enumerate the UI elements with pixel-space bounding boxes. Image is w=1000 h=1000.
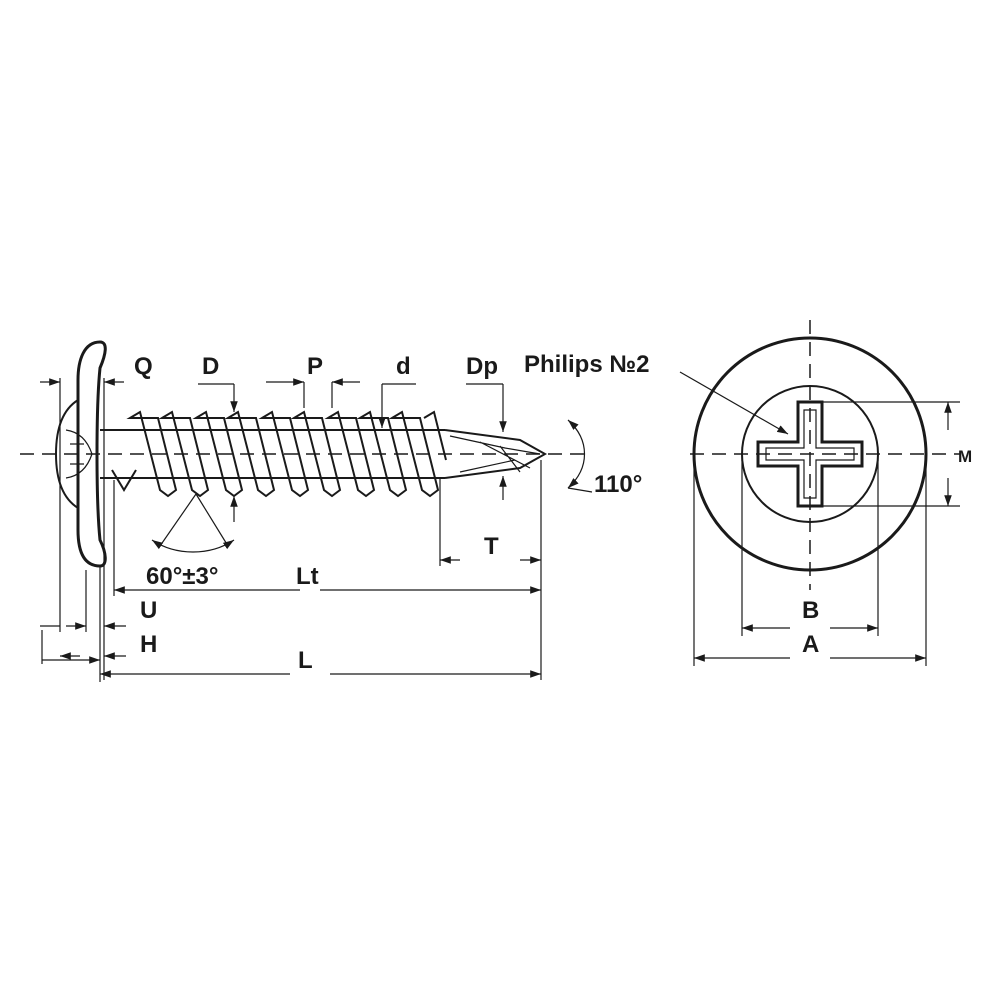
thread-crests bbox=[111, 410, 447, 498]
label-H: H bbox=[140, 631, 157, 658]
label-Q: Q bbox=[134, 353, 153, 380]
label-P: P bbox=[307, 353, 323, 380]
label-B: B bbox=[802, 597, 819, 624]
screw-head bbox=[76, 340, 107, 568]
label-d: d bbox=[396, 353, 411, 380]
drill-flute bbox=[449, 435, 541, 473]
label-L: L bbox=[298, 647, 313, 674]
labels: Q D P d Dp Philips №2 110° 60°±3° T Lt U… bbox=[134, 351, 972, 674]
label-D: D bbox=[202, 353, 219, 380]
screw-end-view bbox=[690, 320, 960, 590]
dimensions-side-view bbox=[40, 371, 789, 682]
drill-point bbox=[444, 429, 548, 479]
label-T: T bbox=[484, 533, 499, 560]
label-philips: Philips №2 bbox=[524, 351, 649, 378]
label-Dp: Dp bbox=[466, 353, 498, 380]
label-angle-110: 110° bbox=[594, 471, 642, 498]
label-U: U bbox=[140, 597, 157, 624]
label-M: M bbox=[958, 447, 972, 466]
screw-side-view bbox=[54, 340, 548, 568]
label-angle-60: 60°±3° bbox=[146, 563, 218, 590]
label-A: A bbox=[802, 631, 819, 658]
label-Lt: Lt bbox=[296, 563, 319, 590]
dimensions-end-view bbox=[693, 401, 960, 666]
